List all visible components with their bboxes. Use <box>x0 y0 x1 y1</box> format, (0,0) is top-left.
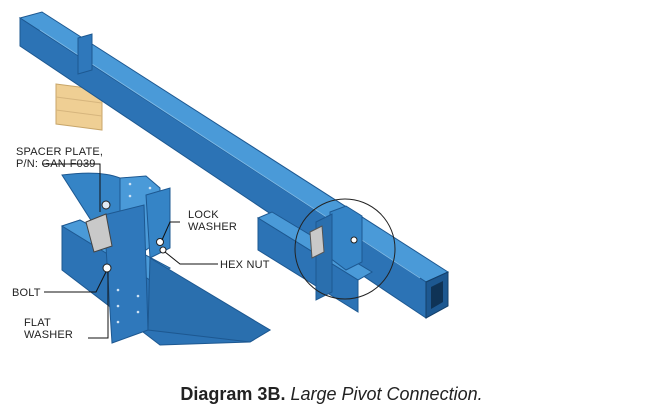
spacer-plate-part-number: P/N: GAN-F039 <box>16 158 96 170</box>
flat-washer-label: FLAT <box>24 317 51 329</box>
bolt-label: BOLT <box>12 287 41 299</box>
detail-view <box>60 172 271 346</box>
hex-nut-label: HEX NUT <box>220 259 270 271</box>
hex-nut <box>159 246 167 254</box>
bolt-head <box>101 200 111 210</box>
detail-circle <box>294 198 396 300</box>
leader-lines <box>42 163 218 339</box>
wood-block <box>55 83 103 131</box>
lock-washer-label-2: WASHER <box>188 221 237 233</box>
caption-text: Large Pivot Connection. <box>290 384 483 404</box>
flat-washer <box>102 263 112 273</box>
lock-washer-label: LOCK <box>188 209 219 221</box>
pivot-tube <box>256 205 373 313</box>
flat-washer-label-2: WASHER <box>24 329 73 341</box>
figure-caption: Diagram 3B. Large Pivot Connection. <box>0 384 663 405</box>
lock-washer <box>156 238 164 246</box>
spacer-plate <box>85 213 113 253</box>
spacer-plate-label: SPACER PLATE, <box>16 146 103 158</box>
caption-label: Diagram 3B. <box>180 384 286 404</box>
